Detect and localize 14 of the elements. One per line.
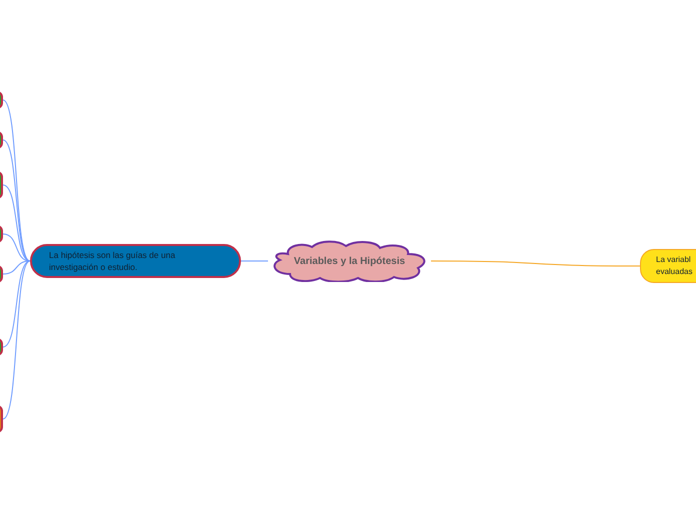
connector-line	[2, 184, 30, 262]
connector-line	[2, 260, 30, 274]
connector-line	[2, 234, 30, 262]
connector-line	[2, 260, 30, 420]
connector-line	[2, 140, 30, 262]
node-text: La hipótesis son las guías de una investigación o estudio.	[49, 249, 176, 273]
node-text: Variables y la Hipótesis	[294, 254, 406, 268]
connector-line	[430, 260, 640, 266]
node-text: La variabl evaluadas	[656, 254, 694, 278]
connector-line	[2, 260, 30, 348]
connector-line	[2, 100, 30, 262]
topic-box	[640, 249, 696, 283]
connector-line	[240, 260, 268, 262]
topic-box	[30, 244, 241, 278]
